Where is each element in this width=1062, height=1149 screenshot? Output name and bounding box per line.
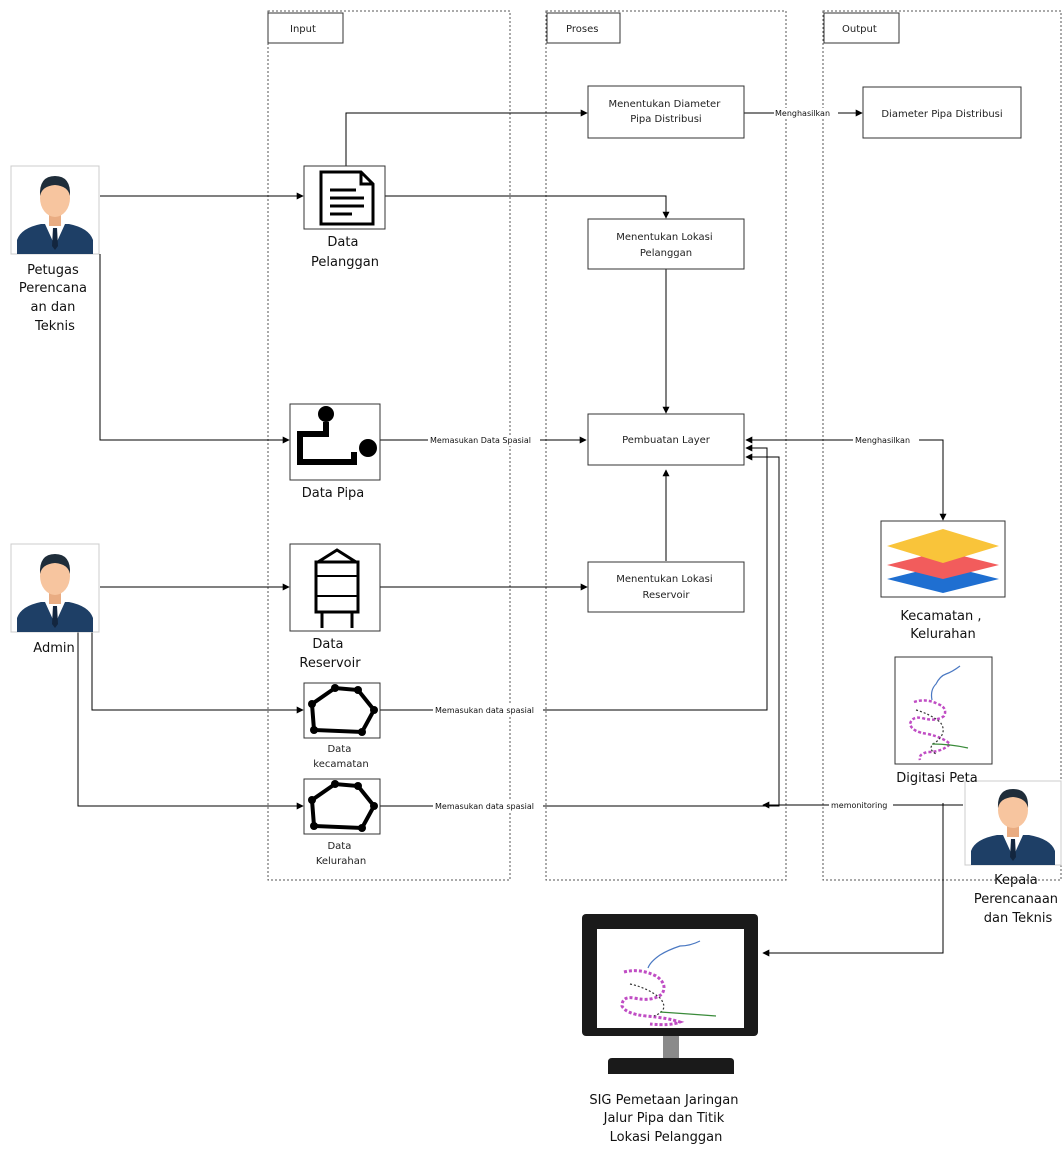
pipe-icon (297, 406, 377, 465)
polygon-icon (308, 780, 378, 832)
input-pelanggan-label: Data Pelanggan (311, 235, 379, 270)
output-diameter: Diameter Pipa Distribusi (862, 86, 1022, 139)
output-digitasi-peta: Digitasi Peta (894, 656, 993, 786)
actor-admin-label: Admin (33, 641, 74, 656)
actor-admin: Admin (10, 543, 100, 656)
actor-petugas-label: Petugas Perencana an dan Teknis (19, 263, 91, 334)
document-icon (319, 170, 375, 226)
edge-label-menghasilkan-1: Menghasilkan (775, 109, 830, 118)
lane-output-title: Output (842, 24, 877, 35)
actor-petugas: Petugas Perencana an dan Teknis (10, 165, 100, 334)
sig-monitor: SIG Pemetaan Jaringan Jalur Pipa dan Tit… (582, 914, 758, 1145)
connectors (77, 109, 963, 957)
edge-label-memonitoring: memonitoring (831, 801, 887, 810)
process-lokasi-reservoir-label: Menentukan Lokasi Reservoir (616, 574, 716, 601)
process-diameter: Menentukan Diameter Pipa Distribusi (587, 85, 745, 139)
input-reservoir-label: Data Reservoir (299, 637, 361, 671)
sig-label: SIG Pemetaan Jaringan Jalur Pipa dan Tit… (589, 1093, 742, 1145)
lane-input: Input (267, 10, 511, 881)
polygon-icon (308, 684, 378, 736)
output-digitasi-label: Digitasi Peta (896, 771, 978, 786)
input-kecamatan-label: Data kecamatan (313, 744, 368, 770)
process-lokasi-pelanggan-label: Menentukan Lokasi Pelanggan (616, 232, 716, 259)
person-icon (10, 165, 100, 255)
edge-label-spasial-kecamatan: Memasukan data spasial (435, 706, 534, 715)
input-data-kelurahan: Data Kelurahan (303, 778, 381, 867)
person-icon (964, 780, 1062, 866)
process-pembuatan-layer: Pembuatan Layer (587, 413, 745, 466)
edge-labels: Menghasilkan Menghasilkan Memasukan Data… (428, 108, 919, 812)
map-thumbnail (620, 940, 717, 1027)
lane-input-title: Input (290, 24, 316, 35)
process-layer-label: Pembuatan Layer (622, 435, 711, 446)
map-thumbnail (908, 665, 969, 761)
actor-kepala: Kepala Perencanaan dan Teknis (964, 780, 1062, 926)
edge-label-menghasilkan-2: Menghasilkan (855, 436, 910, 445)
input-pipa-label: Data Pipa (302, 486, 365, 501)
output-diameter-label: Diameter Pipa Distribusi (881, 109, 1002, 120)
input-kelurahan-label: Data Kelurahan (316, 841, 366, 867)
actor-kepala-label: Kepala Perencanaan dan Teknis (974, 873, 1062, 926)
layers-icon (887, 529, 999, 593)
water-tower-icon (314, 548, 360, 628)
person-icon (10, 543, 100, 633)
lane-proses: Proses (545, 10, 787, 881)
input-data-reservoir: Data Reservoir (289, 543, 381, 671)
process-lokasi-pelanggan: Menentukan Lokasi Pelanggan (587, 218, 745, 270)
input-data-pelanggan: Data Pelanggan (303, 165, 386, 270)
input-data-kecamatan: Data kecamatan (303, 682, 381, 770)
edge-label-spasial-pipa: Memasukan Data Spasial (430, 436, 531, 445)
lane-output: Output (822, 10, 1062, 881)
process-lokasi-reservoir: Menentukan Lokasi Reservoir (587, 561, 745, 613)
process-diameter-label: Menentukan Diameter Pipa Distribusi (609, 99, 724, 125)
edge-label-spasial-kelurahan: Memasukan data spasial (435, 802, 534, 811)
monitor-icon (582, 914, 758, 1074)
output-kec-kel-label: Kecamatan , Kelurahan (900, 609, 985, 642)
input-data-pipa: Data Pipa (289, 403, 381, 501)
output-kecamatan-kelurahan: Kecamatan , Kelurahan (880, 520, 1006, 642)
lane-proses-title: Proses (566, 24, 598, 35)
